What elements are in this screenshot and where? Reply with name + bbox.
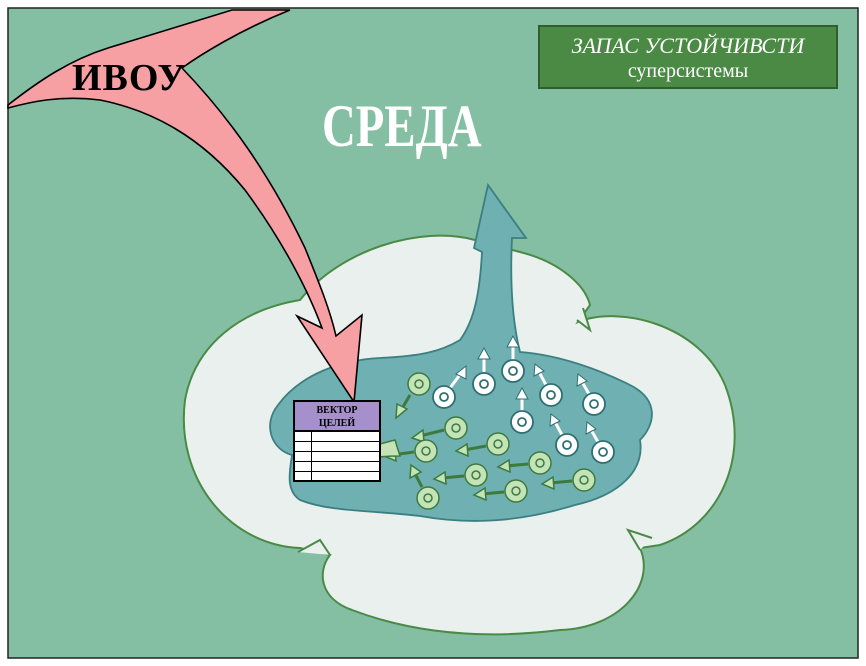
table-row: [295, 452, 379, 462]
green-agent: [454, 432, 510, 458]
goal-vector-header-line1: ВЕКТОР: [316, 405, 358, 416]
cloud-notch: [625, 528, 653, 551]
ivou-label: ИВОУ: [72, 57, 187, 99]
stability-reserve-subtitle: суперсистемы: [627, 60, 749, 82]
goal-vector-table: ВЕКТОР ЦЕЛЕЙ: [293, 400, 381, 482]
white-agent: [432, 364, 467, 409]
cloud-notch: [297, 538, 331, 556]
green-agent: [540, 468, 596, 492]
white-agent: [472, 346, 496, 396]
green-agent: [395, 372, 431, 420]
white-agent: [510, 386, 534, 434]
goal-vector-header-line2: ЦЕЛЕЙ: [318, 418, 356, 429]
white-agent: [501, 334, 525, 383]
table-row: [295, 472, 379, 481]
green-agents: [382, 372, 596, 510]
environment-label: СРЕДА: [322, 93, 482, 159]
white-agent: [585, 421, 615, 464]
goal-vector-header: ВЕКТОР ЦЕЛЕЙ: [295, 402, 379, 432]
white-agent: [576, 373, 606, 416]
stability-reserve-title: ЗАПАС УСТОЙЧИВСТИ: [571, 33, 805, 58]
ivou-arrow[interactable]: [7, 9, 363, 405]
green-agent: [410, 416, 468, 444]
green-agent: [472, 479, 528, 503]
stability-reserve-box: ЗАПАС УСТОЙЧИВСТИ суперсистемы: [538, 25, 838, 89]
cloud-notch: [576, 307, 592, 333]
green-agent: [409, 463, 440, 510]
table-row: [295, 462, 379, 472]
green-agent: [496, 451, 552, 475]
green-agent: [432, 463, 488, 487]
white-agent: [549, 413, 579, 457]
white-agents: [432, 334, 615, 464]
table-row: [295, 432, 379, 442]
table-row: [295, 442, 379, 452]
white-agent: [533, 363, 563, 407]
